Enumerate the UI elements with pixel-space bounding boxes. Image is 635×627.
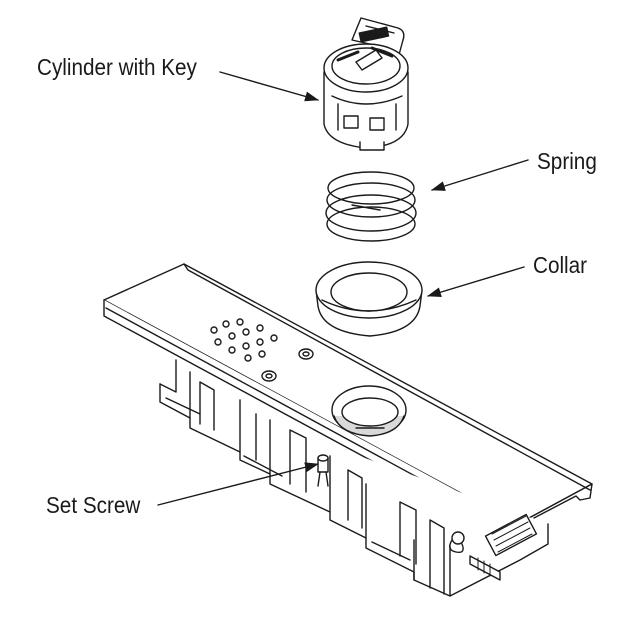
label-cylinder-with-key: Cylinder with Key [37,54,197,80]
label-spring: Spring [537,148,597,174]
chassis-bracket-2 [347,469,363,529]
cylinder-tailpiece [359,141,385,151]
arrow-cylinder [219,71,319,102]
cylinder-with-key [323,17,409,151]
cylinder-face-text [336,50,360,62]
mounting-holes [261,348,314,382]
cylinder-cam-slot [343,115,359,129]
keyway [355,49,383,71]
label-set-screw: Set Screw [46,492,141,518]
leader-arrows [157,71,529,506]
key-brand-mark [358,26,390,43]
arrow-set-screw [157,462,319,506]
vent-hole-pattern [210,318,278,362]
label-collar: Collar [533,252,588,278]
cylinder-band [331,95,403,105]
arrow-spring [431,159,529,191]
housing-end-rail [517,483,593,525]
cylinder-hole [331,385,407,437]
chassis-bracket [199,381,215,431]
collar [315,261,423,337]
arrow-collar [427,266,525,298]
spring [325,171,417,242]
latch-spring [451,531,465,545]
